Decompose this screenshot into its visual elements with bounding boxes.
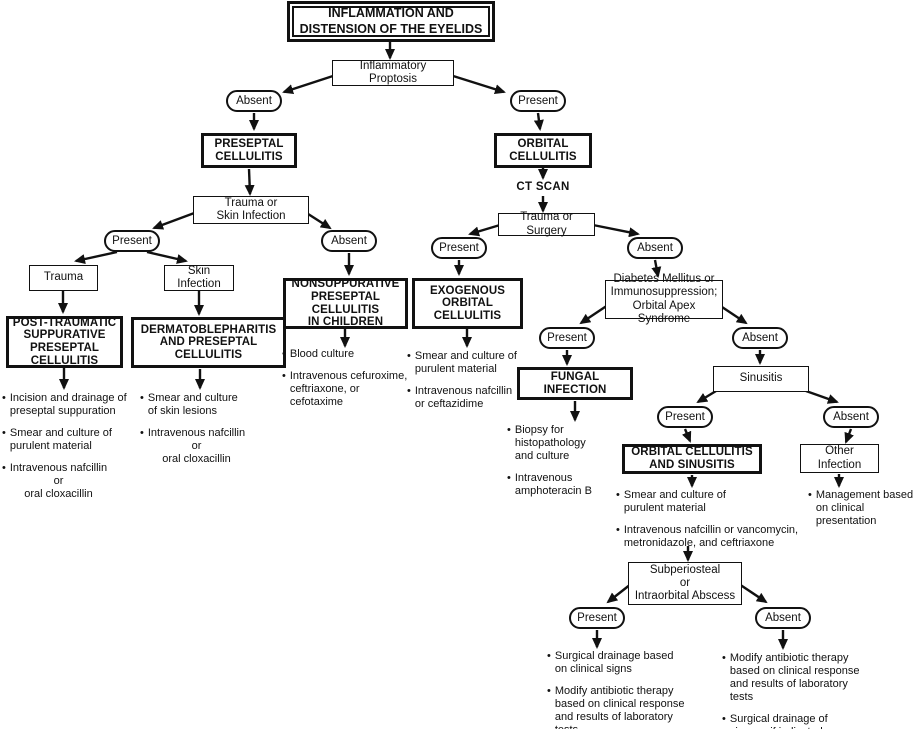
nonsuppurative-box: NONSUPPURATIVE PRESEPTAL CELLULITIS IN C… [283, 278, 408, 329]
oval-absent-diabetes: Absent [732, 327, 788, 349]
list-item: •Smear and culture of skin lesions [140, 392, 238, 417]
list-item: •Incision and drainage of preseptal supp… [2, 392, 127, 417]
oval-absent-proptosis: Absent [226, 90, 282, 112]
bullet-icon: • [616, 489, 620, 501]
oval-absent-trauma-surgery: Absent [627, 237, 683, 259]
bullet-icon: • [2, 392, 6, 404]
oval-present-trauma-skin: Present [104, 230, 160, 252]
diabetes-immunosuppression-box: Diabetes Mellitus or Immunosuppression; … [605, 273, 723, 325]
sinusitis-box: Sinusitis [713, 366, 809, 392]
oval-present-trauma-surgery: Present [431, 237, 487, 259]
bullet-icon: • [407, 384, 411, 397]
other-infection-management-list: •Management based on clinical presentati… [808, 489, 916, 537]
oval-present-proptosis: Present [510, 90, 566, 112]
orbital-sinusitis-treatment-list: •Smear and culture of purulent material … [616, 489, 821, 559]
exogenous-treatment-list: •Smear and culture of purulent material … [407, 350, 537, 420]
bullet-icon: • [616, 523, 620, 536]
title-box: INFLAMMATION AND DISTENSION OF THE EYELI… [287, 1, 495, 42]
list-item: •Surgical drainage of sinuses if indicat… [722, 713, 874, 729]
abscess-present-management-list: •Surgical drainage based on clinical sig… [547, 650, 699, 729]
exogenous-orbital-cellulitis-box: EXOGENOUS ORBITAL CELLULITIS [412, 278, 523, 329]
list-item: •Smear and culture of purulent material [407, 350, 517, 375]
fungal-infection-box: FUNGAL INFECTION [517, 367, 633, 400]
post-traumatic-treatment-list: •Incision and drainage of preseptal supp… [2, 392, 132, 510]
trauma-or-surgery-box: Trauma or Surgery [498, 211, 595, 237]
bullet-icon: • [282, 369, 286, 382]
oval-present-abscess: Present [569, 607, 625, 629]
trauma-or-skin-infection-box: Trauma or Skin Infection [193, 196, 309, 224]
oval-absent-abscess: Absent [755, 607, 811, 629]
abscess-absent-management-list: •Modify antibiotic therapy based on clin… [722, 652, 874, 729]
list-item: •Surgical drainage based on clinical sig… [547, 650, 674, 675]
fungal-treatment-list: •Biopsy for histopathology and culture •… [507, 424, 622, 507]
list-item: •Intravenous nafcillin or oral cloxacill… [2, 461, 108, 500]
post-traumatic-box: POST-TRAUMATIC SUPPURATIVE PRESEPTAL CEL… [6, 316, 123, 368]
list-item: •Intravenous amphoteracin B [507, 471, 592, 497]
oval-present-sinusitis: Present [657, 406, 713, 428]
oval-present-diabetes: Present [539, 327, 595, 349]
bullet-icon: • [507, 471, 511, 484]
subperiosteal-abscess-box: Subperiosteal or Intraorbital Abscess [628, 562, 742, 605]
bullet-icon: • [808, 489, 812, 501]
preseptal-cellulitis-box: PRESEPTAL CELLULITIS [201, 133, 297, 168]
nonsuppurative-treatment-list: •Blood culture •Intravenous cefuroxime, … [282, 348, 417, 418]
dermatoblepharitis-box: DERMATOBLEPHARITIS AND PRESEPTAL CELLULI… [131, 317, 286, 368]
orbital-cellulitis-box: ORBITAL CELLULITIS [494, 133, 592, 168]
bullet-icon: • [2, 426, 6, 439]
trauma-box: Trauma [29, 265, 98, 291]
bullet-icon: • [507, 424, 511, 436]
ct-scan-label: CT SCAN [516, 181, 570, 193]
list-item: •Intravenous nafcillin or ceftazidime [407, 384, 513, 410]
inflammatory-proptosis-box: Inflammatory Proptosis [332, 60, 454, 86]
bullet-icon: • [547, 650, 551, 662]
list-item: •Intravenous cefuroxime, ceftriaxone, or… [282, 369, 408, 408]
bullet-icon: • [722, 652, 726, 664]
list-item: •Intravenous nafcillin or oral cloxacill… [140, 426, 246, 465]
dermatoblepharitis-treatment-list: •Smear and culture of skin lesions •Intr… [140, 392, 270, 475]
bullet-icon: • [407, 350, 411, 362]
oval-absent-trauma-skin: Absent [321, 230, 377, 252]
list-item: •Intravenous nafcillin or vancomycin, me… [616, 523, 799, 549]
bullet-icon: • [722, 712, 726, 725]
list-item: •Smear and culture of purulent material [2, 426, 112, 452]
list-item: •Smear and culture of purulent material [616, 489, 726, 514]
bullet-icon: • [282, 348, 286, 360]
list-item: •Modify antibiotic therapy based on clin… [547, 685, 699, 729]
bullet-icon: • [140, 426, 144, 439]
skin-infection-box: Skin Infection [164, 265, 234, 291]
other-infection-box: Other Infection [800, 444, 879, 473]
list-item: •Blood culture [282, 348, 355, 360]
oval-absent-sinusitis: Absent [823, 406, 879, 428]
list-item: •Biopsy for histopathology and culture [507, 424, 586, 462]
bullet-icon: • [140, 392, 144, 404]
bullet-icon: • [547, 684, 551, 697]
bullet-icon: • [2, 461, 6, 474]
orbital-cellulitis-sinusitis-box: ORBITAL CELLULITIS AND SINUSITIS [622, 444, 762, 474]
list-item: •Modify antibiotic therapy based on clin… [722, 652, 860, 703]
list-item: •Management based on clinical presentati… [808, 489, 914, 527]
